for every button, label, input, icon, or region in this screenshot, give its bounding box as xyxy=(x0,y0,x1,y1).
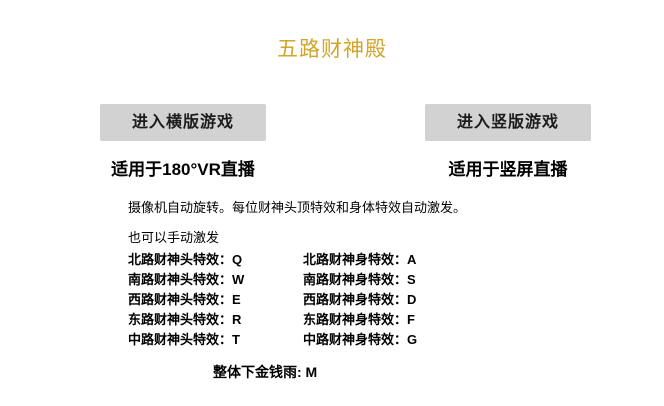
horizontal-game-subtitle: 适用于180°VR直播 xyxy=(111,160,255,179)
horizontal-game-section: 进入横版游戏 适用于180°VR直播 xyxy=(83,104,283,180)
hotkey-south-head: 南路财神头特效：W xyxy=(128,272,245,287)
manual-trigger-heading: 也可以手动激发 xyxy=(128,230,220,245)
hotkey-east-body: 东路财神身特效：F xyxy=(303,312,415,327)
hotkey-table: 北路财神头特效：Q 北路财神身特效：A 南路财神头特效：W 南路财神身特效：S … xyxy=(128,250,417,350)
vertical-game-subtitle: 适用于竖屏直播 xyxy=(448,160,568,179)
hotkey-east-head: 东路财神头特效：R xyxy=(128,312,242,327)
enter-horizontal-game-button[interactable]: 进入横版游戏 xyxy=(100,104,266,141)
hotkey-north-head: 北路财神头特效：Q xyxy=(128,252,243,267)
money-rain-hotkey: 整体下金钱雨: M xyxy=(213,364,318,380)
hotkey-center-body: 中路财神身特效：G xyxy=(303,332,418,347)
vertical-game-section: 进入竖版游戏 适用于竖屏直播 xyxy=(408,104,608,180)
hotkey-south-body: 南路财神身特效：S xyxy=(303,272,416,287)
enter-vertical-game-button[interactable]: 进入竖版游戏 xyxy=(425,104,591,141)
page-title: 五路财神殿 xyxy=(277,38,387,61)
hotkey-west-body: 西路财神身特效：D xyxy=(303,292,417,307)
hotkey-west-head: 西路财神头特效：E xyxy=(128,292,241,307)
manual-trigger-section: 也可以手动激发 北路财神头特效：Q 北路财神身特效：A 南路财神头特效：W 南路… xyxy=(128,228,417,350)
hotkey-center-head: 中路财神头特效：T xyxy=(128,332,240,347)
hotkey-north-body: 北路财神身特效：A xyxy=(303,252,417,267)
auto-effects-description: 摄像机自动旋转。每位财神头顶特效和身体特效自动激发。 xyxy=(128,200,467,215)
